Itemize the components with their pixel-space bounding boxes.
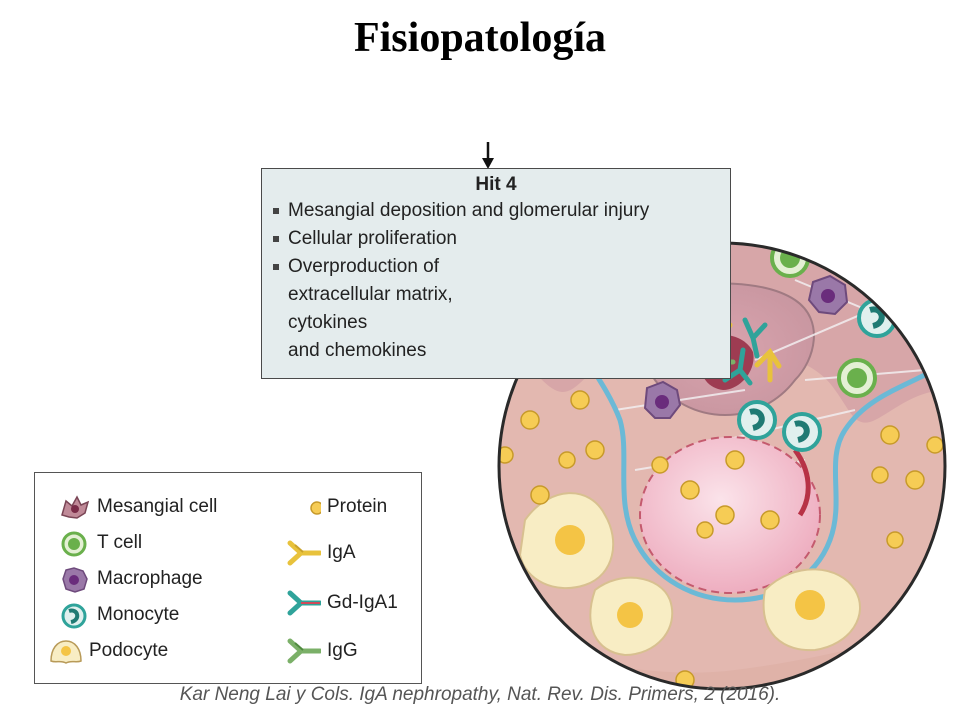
- hit-bullet-line: Cellular proliferation: [288, 228, 457, 249]
- hit-bullet-line: extracellular matrix,: [288, 284, 453, 305]
- t-cell-icon: [61, 531, 87, 557]
- hit-list: Mesangial deposition and glomerular inju…: [262, 197, 730, 365]
- hit-4-box: Hit 4 Mesangial deposition and glomerula…: [261, 168, 731, 379]
- iga-icon: [287, 540, 321, 566]
- hit-bullet-line: cytokines: [288, 312, 368, 333]
- hit-bullet-line: and chemokines: [288, 340, 427, 361]
- macrophage-icon: [62, 567, 88, 593]
- hit-title: Hit 4: [475, 174, 517, 195]
- legend-label: T cell: [97, 532, 143, 553]
- hit-bullet-line: Overproduction of: [288, 256, 440, 277]
- citation: Kar Neng Lai y Cols. IgA nephropathy, Na…: [179, 684, 781, 705]
- legend-label: Macrophage: [97, 568, 203, 589]
- legend-label: Protein: [327, 496, 388, 517]
- monocyte-icon: [61, 603, 87, 629]
- legend: Mesangial cell T cell Macrophage Monocyt…: [34, 472, 422, 684]
- protein-icon: [310, 501, 321, 515]
- hit-bullet-line: Mesangial deposition and glomerular inju…: [288, 200, 650, 221]
- podocyte-icon: [50, 640, 82, 664]
- legend-label: Mesangial cell: [97, 496, 218, 517]
- legend-label: IgG: [327, 640, 358, 661]
- hit-bullet: Overproduction of extracellular matrix, …: [272, 253, 730, 365]
- mesangial-cell-icon: [61, 495, 90, 519]
- legend-label: Gd-IgA1: [327, 592, 398, 613]
- gd-iga1-icon: [287, 590, 321, 616]
- down-arrow-icon: [482, 142, 494, 169]
- hit-bullet: Cellular proliferation: [272, 225, 730, 253]
- page-title: Fisiopatología: [353, 15, 607, 61]
- legend-label: IgA: [327, 542, 356, 563]
- igg-icon: [287, 638, 321, 664]
- hit-bullet: Mesangial deposition and glomerular inju…: [272, 197, 730, 225]
- legend-label: Monocyte: [97, 604, 180, 625]
- legend-label: Podocyte: [89, 640, 169, 661]
